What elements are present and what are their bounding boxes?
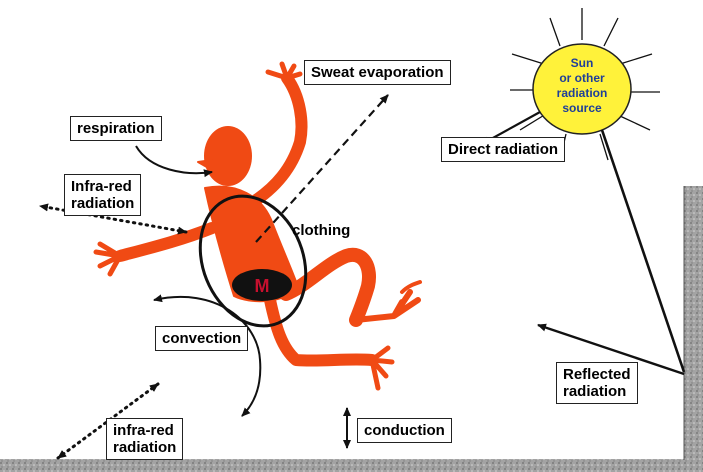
direct-radiation-label: Direct radiation xyxy=(441,137,565,162)
infrared-top-line1: Infra-red xyxy=(71,178,134,195)
infrared-top-line2: radiation xyxy=(71,195,134,212)
clothing-label: clothing xyxy=(292,222,350,239)
sun-label-line4: source xyxy=(562,101,602,115)
respiration-arrow xyxy=(136,146,212,173)
infrared-bottom-label: infra-red radiation xyxy=(106,418,183,460)
conduction-label: conduction xyxy=(357,418,452,443)
sun-to-wall-ray xyxy=(602,130,684,372)
infrared-top-label: Infra-red radiation xyxy=(64,174,141,216)
sun-label-line2: or other xyxy=(559,71,605,85)
infrared-bottom-line1: infra-red xyxy=(113,422,176,439)
respiration-label: respiration xyxy=(70,116,162,141)
sun-label-line3: radiation xyxy=(557,86,608,100)
infrared-bottom-line2: radiation xyxy=(113,439,176,456)
reflected-line2: radiation xyxy=(563,383,631,400)
sun-label-line1: Sun xyxy=(571,56,594,70)
reflected-line1: Reflected xyxy=(563,366,631,383)
ground xyxy=(0,459,703,472)
wall xyxy=(684,186,703,472)
convection-arrow xyxy=(154,297,260,416)
metabolism-label: M xyxy=(255,276,270,296)
sweat-evaporation-arrow xyxy=(256,95,388,242)
convection-label: convection xyxy=(155,326,248,351)
sweat-evaporation-label: Sweat evaporation xyxy=(304,60,451,85)
reflected-radiation-label: Reflected radiation xyxy=(556,362,638,404)
